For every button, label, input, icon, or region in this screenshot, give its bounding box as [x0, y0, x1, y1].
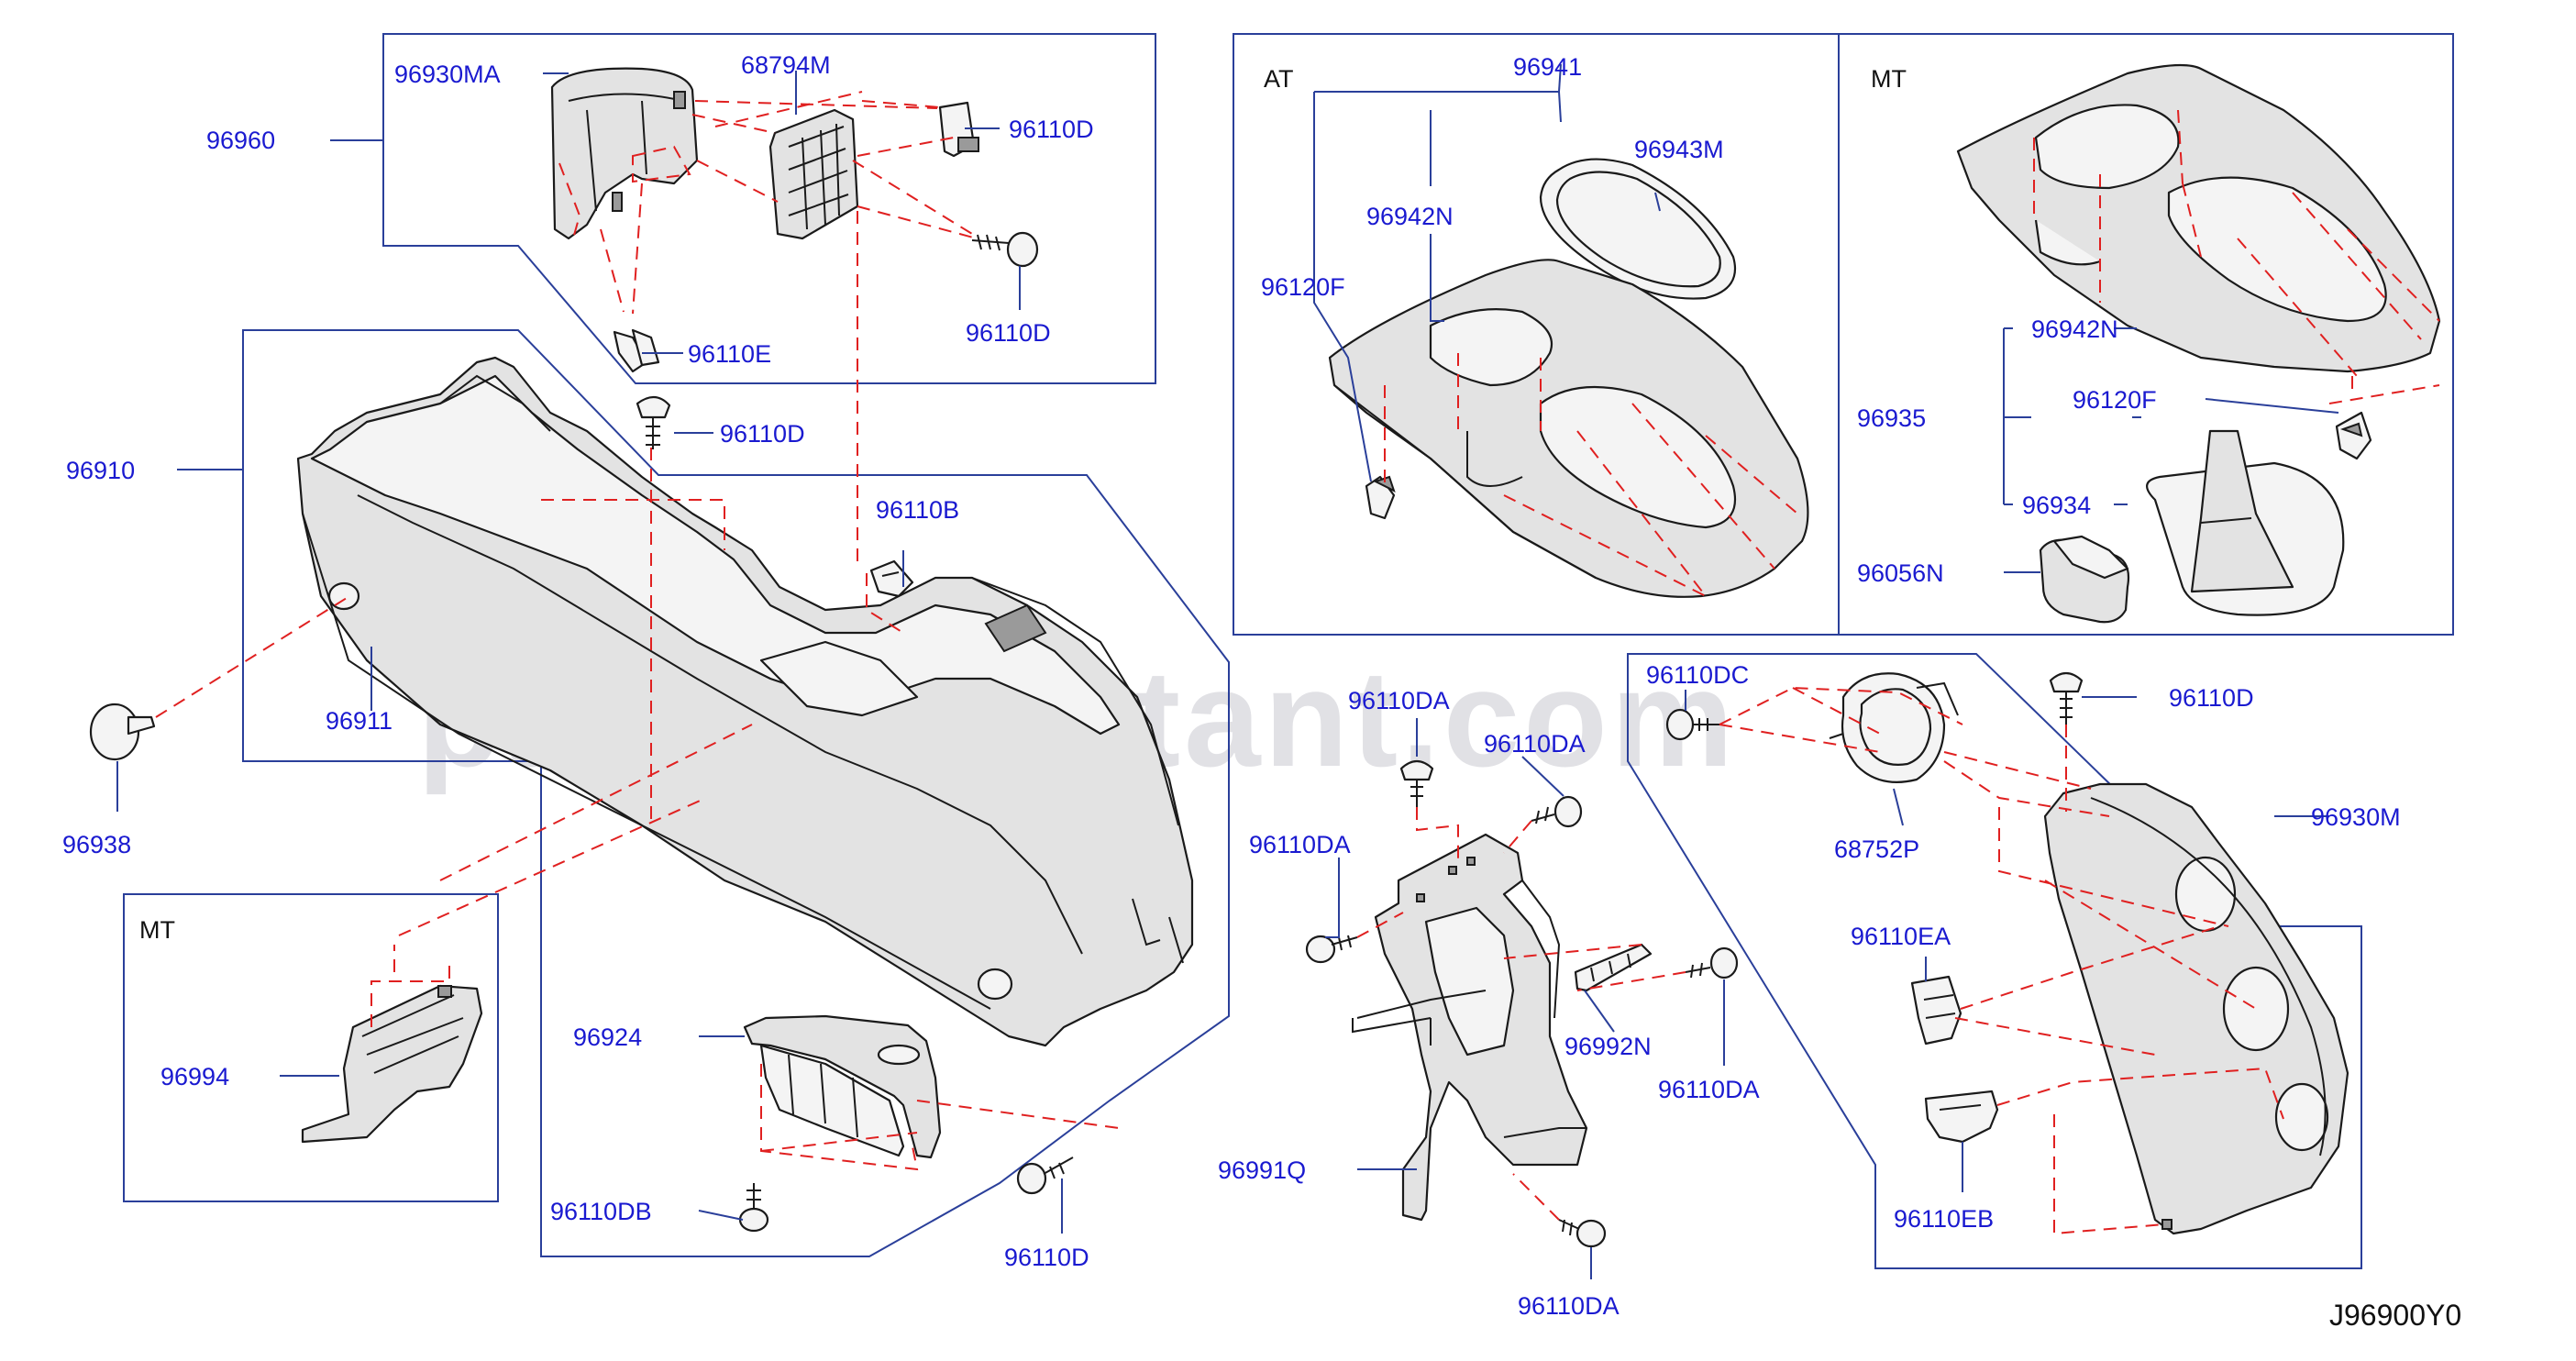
part-96943M-ring — [1539, 158, 1737, 300]
part-96110EA-clip — [1910, 975, 1962, 1046]
label-96110D-e: 96110D — [2169, 684, 2254, 712]
part-96110DC-screw — [1665, 708, 1719, 741]
section-at-tag: AT — [1264, 65, 1294, 93]
part-96938-grommet — [89, 703, 156, 761]
label-96110B: 96110B — [876, 496, 959, 524]
label-96943M: 96943M — [1634, 136, 1724, 163]
label-96938: 96938 — [62, 831, 131, 858]
part-96942N-mt-drawing — [1956, 63, 2441, 373]
part-96110D-clip-a — [938, 101, 979, 158]
part-68794M-drawing — [768, 108, 859, 240]
label-68794M: 68794M — [741, 51, 831, 79]
label-96911: 96911 — [326, 707, 392, 735]
part-96930M-drawing — [2043, 782, 2349, 1235]
part-96110DA-screw-5 — [1558, 1219, 1607, 1248]
label-96960: 96960 — [206, 127, 275, 154]
label-96110DA-3: 96110DA — [1249, 831, 1351, 858]
guides-mt-shift — [2033, 109, 2440, 404]
part-labels: 96960 96930MA 68794M 96110D 96110D 96110… — [62, 51, 2401, 1320]
box-mt-shift — [1838, 33, 2454, 636]
label-96910: 96910 — [66, 457, 135, 484]
part-96110B-clip — [869, 559, 914, 598]
label-96110E: 96110E — [688, 340, 771, 368]
part-96942N-at-drawing — [1328, 259, 1809, 598]
label-96110DB: 96110DB — [550, 1198, 652, 1225]
box-96930M — [1627, 653, 2362, 1269]
label-96994: 96994 — [160, 1063, 229, 1090]
guides-96910 — [155, 448, 904, 936]
label-96992N: 96992N — [1564, 1033, 1652, 1060]
label-96930MA: 96930MA — [394, 61, 501, 88]
part-96934-boot — [2146, 429, 2345, 616]
part-96110E-clip — [613, 328, 660, 373]
label-96110DA-1: 96110DA — [1348, 687, 1450, 714]
part-96994-drawing — [301, 945, 483, 1144]
label-96110DA-2: 96110DA — [1484, 730, 1586, 758]
label-96934: 96934 — [2022, 492, 2091, 519]
label-96110DA-5: 96110DA — [1518, 1292, 1620, 1320]
section-mt-shift-tag: MT — [1871, 65, 1907, 93]
part-96110DA-screw-1 — [1399, 759, 1434, 807]
label-96935: 96935 — [1857, 404, 1926, 432]
label-96120F-mt: 96120F — [2073, 386, 2157, 414]
label-96056N: 96056N — [1857, 559, 1944, 587]
part-96110DA-screw-4 — [1685, 946, 1739, 979]
part-96110D-screw-e — [2049, 671, 2084, 725]
label-96924: 96924 — [573, 1024, 642, 1051]
part-96110DB-screw — [738, 1183, 769, 1233]
part-96120F-at-clip — [1365, 475, 1396, 520]
box-mt-bracket — [123, 893, 499, 1202]
part-96110DA-screw-2 — [1531, 795, 1583, 828]
label-96930M: 96930M — [2311, 803, 2401, 831]
box-96960 — [382, 33, 1156, 384]
label-96110D-a: 96110D — [1009, 116, 1094, 143]
guides-96960 — [558, 91, 978, 569]
label-96942N-mt: 96942N — [2031, 315, 2118, 343]
label-96110DA-4: 96110DA — [1658, 1076, 1760, 1103]
part-68752P-drawing — [1829, 672, 1959, 783]
label-96110D-b: 96110D — [966, 319, 1051, 347]
label-96110D-d: 96110D — [1004, 1244, 1089, 1271]
label-96110EB: 96110EB — [1894, 1205, 1994, 1233]
part-96110D-screw-b — [971, 231, 1039, 268]
label-96120F-at: 96120F — [1261, 273, 1345, 301]
label-96942N-at: 96942N — [1366, 203, 1454, 230]
part-96120F-mt-clip — [2335, 411, 2372, 460]
label-96941: 96941 — [1513, 53, 1582, 81]
part-96110DA-screw-3 — [1305, 935, 1358, 964]
guides-96930M — [1719, 686, 2284, 1235]
diagram-reference-code: J96900Y0 — [2329, 1299, 2461, 1332]
part-96056N-knob — [2039, 535, 2130, 624]
label-96110D-c: 96110D — [720, 420, 805, 448]
section-mt-bracket-tag: MT — [139, 916, 175, 944]
part-96110EB-clip — [1924, 1090, 1999, 1144]
label-96110DC: 96110DC — [1646, 661, 1749, 689]
label-96991Q: 96991Q — [1218, 1156, 1306, 1184]
guides-at — [1384, 353, 1798, 597]
part-96924-drawing — [743, 1014, 1120, 1171]
part-96110D-screw-c — [636, 395, 671, 449]
part-96992N-drawing — [1574, 943, 1653, 992]
leader-lines — [116, 63, 2339, 1279]
part-96110D-screw-d — [1016, 1156, 1074, 1195]
part-96991Q-drawing — [1352, 833, 1588, 1222]
guides-96991Q — [1356, 807, 1686, 1221]
label-68752P: 68752P — [1834, 835, 1919, 863]
label-96110EA: 96110EA — [1851, 923, 1951, 950]
part-96930MA-drawing — [550, 67, 699, 240]
part-96910-drawing — [296, 356, 1194, 1047]
